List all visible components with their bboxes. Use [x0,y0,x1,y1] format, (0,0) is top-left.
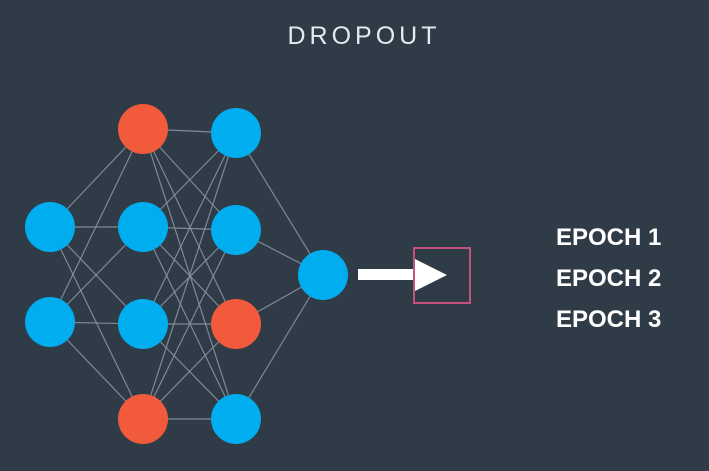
dropped-node [118,394,168,444]
network-nodes [25,104,348,444]
highlight-box [413,247,471,304]
active-node [118,299,168,349]
network-edge [235,132,324,276]
network-edge [142,128,237,420]
active-node [25,202,75,252]
output-arrow [358,258,447,292]
active-node [211,394,261,444]
epoch-list: EPOCH 1 EPOCH 2 EPOCH 3 [556,222,661,345]
active-node [25,297,75,347]
network-edge [142,128,237,325]
epoch-label: EPOCH 1 [556,224,662,251]
network-edge [142,132,237,420]
network-edges [49,128,324,420]
dropped-node [211,299,261,349]
network-edge [142,226,237,420]
arrow-head [413,258,447,292]
network-edge [49,128,144,323]
network-edge [142,132,237,325]
slide-title: DROPOUT [287,22,441,50]
active-node [211,205,261,255]
epoch-label: EPOCH 3 [556,306,662,333]
active-node [211,108,261,158]
dropped-node [118,104,168,154]
network-edge [235,274,324,420]
active-node [118,202,168,252]
arrow-shaft [358,269,418,280]
active-node [298,250,348,300]
network-edge [142,229,237,420]
epoch-label: EPOCH 2 [556,265,662,292]
